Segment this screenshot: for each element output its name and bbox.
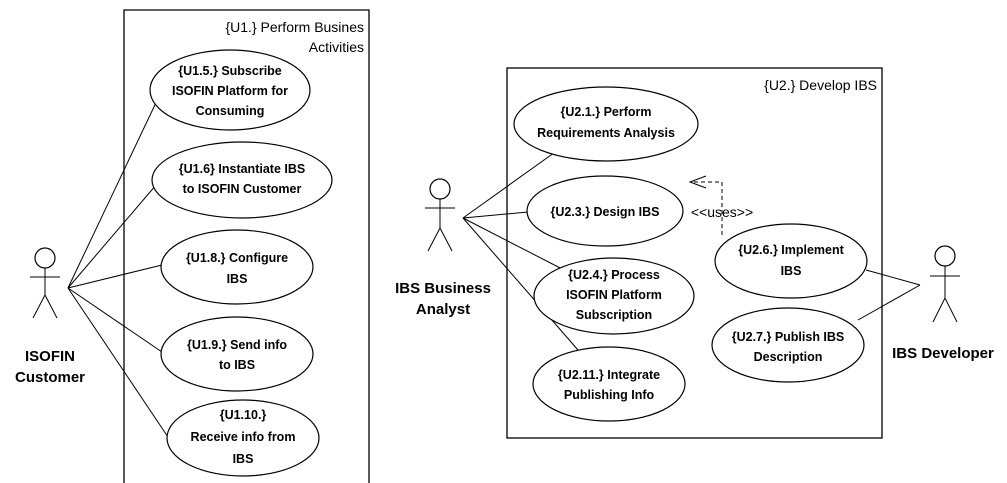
use-case-label: ISOFIN Platform — [566, 288, 662, 302]
use-case-label: {U1.9.} Send info — [187, 338, 287, 352]
use-case-label: ISOFIN Platform for — [172, 84, 288, 98]
uses-dashed-line — [690, 181, 723, 235]
use-case-u1-8[interactable]: {U1.8.} Configure IBS — [160, 229, 314, 305]
system-title-u1-line1: {U1.} Perform Busines — [225, 19, 364, 35]
developer-associations — [857, 269, 921, 321]
assoc-analyst-u2-11 — [462, 217, 579, 351]
use-case-label: Consuming — [196, 104, 265, 118]
use-case-label: {U1.10.} — [220, 408, 267, 422]
use-case-label: {U1.5.} Subscribe — [178, 64, 282, 78]
system-title-u1-line2: Activities — [309, 39, 364, 55]
assoc-customer-u1-6 — [67, 177, 163, 289]
actor-right-leg — [439, 227, 453, 252]
system-boundary-u2 — [506, 67, 883, 439]
assoc-analyst-u2-1 — [462, 149, 559, 219]
assoc-customer-u1-10 — [67, 287, 169, 438]
use-case-label: IBS — [781, 264, 802, 278]
use-case-u2-1[interactable]: {U2.1.} Perform Requirements Analysis — [513, 86, 699, 162]
actor-left-leg — [932, 297, 946, 323]
use-case-label: to ISOFIN Customer — [183, 182, 302, 196]
use-case-u2-11[interactable]: {U2.11.} Integrate Publishing Info — [532, 346, 686, 422]
actor-head-icon — [429, 178, 451, 200]
use-case-u2-6[interactable]: {U2.6.} Implement IBS — [714, 223, 868, 299]
use-case-u1-5[interactable]: {U1.5.} Subscribe ISOFIN Platform for Co… — [149, 49, 311, 131]
use-case-label: Receive info from — [191, 430, 296, 444]
use-case-label: IBS — [227, 272, 248, 286]
use-case-label: {U2.7.} Publish IBS — [732, 330, 845, 344]
actor-left-leg — [32, 294, 46, 319]
system-title-u2: {U2.} Develop IBS — [764, 77, 877, 93]
assoc-customer-u1-5 — [67, 89, 163, 289]
use-case-u1-9[interactable]: {U1.9.} Send info to IBS — [160, 316, 314, 392]
use-case-label: {U2.1.} Perform — [560, 105, 651, 119]
actor-head-icon — [934, 245, 956, 267]
actor-right-leg — [944, 297, 958, 323]
use-case-label: {U2.11.} Integrate — [558, 368, 660, 382]
use-case-label: {U2.4.} Process — [568, 268, 660, 282]
actor-isofin-customer[interactable]: ISOFIN Customer — [15, 247, 85, 386]
use-case-label: Description — [754, 350, 823, 364]
use-case-label: {U1.6} Instantiate IBS — [179, 162, 305, 176]
actor-label: ISOFIN — [25, 348, 75, 365]
use-case-label: {U2.6.} Implement — [738, 243, 844, 257]
actor-head-icon — [34, 247, 56, 269]
use-case-label: IBS — [233, 452, 254, 466]
actor-label: IBS Developer — [892, 345, 994, 362]
use-case-u2-7[interactable]: {U2.7.} Publish IBS Description — [711, 307, 865, 383]
uses-arrowhead — [688, 175, 707, 189]
assoc-customer-u1-8 — [67, 264, 163, 289]
use-case-label: {U1.8.} Configure — [186, 251, 288, 265]
system-boundary-u1 — [123, 9, 370, 483]
use-case-label: Publishing Info — [564, 388, 655, 402]
assoc-analyst-u2-3 — [462, 211, 529, 219]
use-case-u2-3[interactable]: {U2.3.} Design IBS — [526, 175, 684, 247]
use-case-u1-6[interactable]: {U1.6} Instantiate IBS to ISOFIN Custome… — [151, 141, 333, 219]
actor-ibs-developer[interactable]: IBS Developer — [892, 245, 994, 362]
actor-label: Analyst — [416, 301, 470, 318]
use-case-label: Subscription — [576, 308, 652, 322]
assoc-developer-u2-6 — [865, 269, 921, 286]
actor-right-leg — [44, 294, 58, 319]
use-case-label: {U2.3.} Design IBS — [550, 205, 659, 219]
actor-label: IBS Business — [395, 280, 491, 297]
actor-label: Customer — [15, 369, 85, 386]
actor-ibs-business-analyst[interactable]: IBS Business Analyst — [395, 178, 491, 318]
use-case-u2-4[interactable]: {U2.4.} Process ISOFIN Platform Subscrip… — [533, 257, 695, 335]
use-case-label: Requirements Analysis — [537, 126, 675, 140]
analyst-associations — [462, 149, 579, 351]
assoc-analyst-u2-4 — [462, 217, 569, 273]
assoc-developer-u2-7 — [857, 284, 921, 321]
actor-left-leg — [427, 227, 441, 252]
uses-label: <<uses>> — [691, 204, 753, 220]
use-case-label: to IBS — [219, 358, 255, 372]
assoc-customer-u1-9 — [67, 287, 163, 353]
use-case-u1-10[interactable]: {U1.10.} Receive info from IBS — [166, 399, 320, 477]
uses-dependency — [688, 175, 723, 235]
customer-associations — [67, 89, 169, 438]
